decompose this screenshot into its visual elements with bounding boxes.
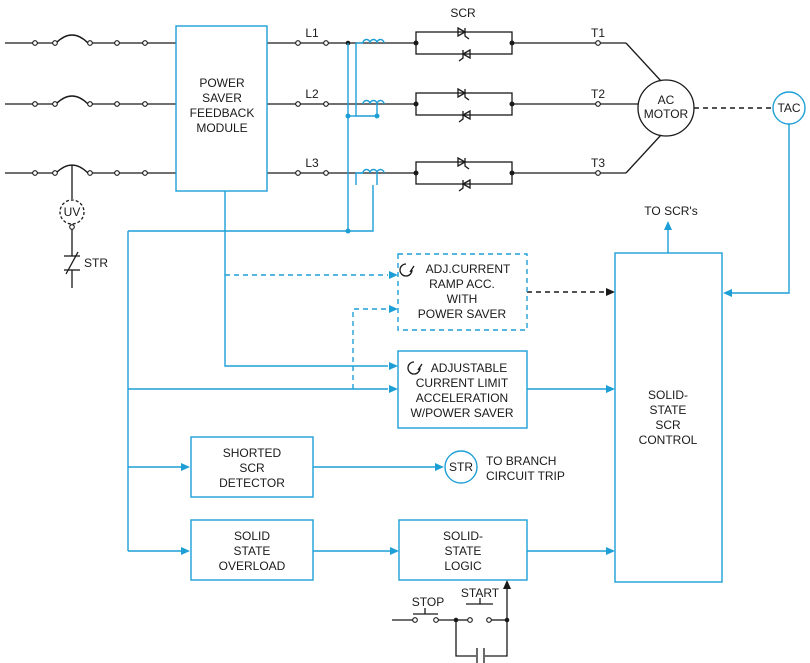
tac-feedback-wire (731, 124, 790, 294)
tachometer: TAC (772, 91, 806, 125)
line-3-wiring (5, 134, 662, 176)
uv-branch (64, 165, 80, 288)
overload-line-1: SOLID (234, 529, 270, 543)
scr-pair-2 (413, 87, 515, 123)
current-limit-line-1: ADJUSTABLE (431, 361, 507, 375)
power-saver-line-1: POWER (199, 76, 245, 90)
current-limit-line-2: CURRENT LIMIT (416, 376, 509, 390)
stop-label: STOP (412, 595, 444, 609)
ramp-line-3: WITH (447, 292, 478, 306)
overload-line-3: OVERLOAD (219, 559, 286, 573)
motor-label-line-1: AC (658, 93, 675, 107)
t2-label: T2 (591, 87, 605, 101)
solid-state-overload-block: SOLID STATE OVERLOAD (190, 519, 314, 581)
current-limit-block: ADJUSTABLE CURRENT LIMIT ACCELERATION W/… (397, 350, 528, 429)
adjust-knob-icon (399, 263, 415, 277)
scr-label: SCR (450, 6, 476, 20)
overload-line-2: STATE (234, 544, 271, 558)
uv-coil: UV (59, 199, 85, 225)
l3-label: L3 (305, 156, 319, 170)
t1-label: T1 (591, 26, 605, 40)
shorted-scr-detector-block: SHORTED SCR DETECTOR (190, 436, 314, 498)
scr-control-line-3: SCR (655, 418, 681, 432)
scr-pair-3 (413, 156, 515, 192)
solid-state-logic-block: SOLID- STATE LOGIC (398, 519, 528, 581)
shorted-line-1: SHORTED (223, 446, 282, 460)
motor-label-line-2: MOTOR (644, 107, 689, 121)
current-limit-line-3: ACCELERATION (416, 391, 508, 405)
ramp-line-2: RAMP ACC. (429, 277, 495, 291)
line-1-wiring (5, 34, 662, 82)
start-label: START (461, 586, 500, 600)
tac-label: TAC (777, 101, 800, 115)
str-contact-label: STR (84, 256, 108, 270)
power-saver-line-3: FEEDBACK (190, 106, 255, 120)
logic-line-3: LOGIC (444, 559, 482, 573)
power-saver-module: POWER SAVER FEEDBACK MODULE (175, 25, 268, 192)
str-coil-label: STR (449, 460, 473, 474)
tac-arrow-icon (723, 289, 732, 297)
l1-label: L1 (305, 26, 319, 40)
scr-control-line-4: CONTROL (639, 433, 698, 447)
logic-line-1: SOLID- (443, 529, 483, 543)
scr-control-line-2: STATE (650, 403, 687, 417)
power-saver-line-4: MODULE (196, 121, 247, 135)
power-saver-line-2: SAVER (202, 91, 242, 105)
ramp-line-4: POWER SAVER (418, 307, 507, 321)
stop-start-pushbuttons (392, 580, 511, 663)
to-scrs-label: TO SCR's (644, 204, 697, 218)
branch-label-line-2: CIRCUIT TRIP (486, 469, 565, 483)
control-arrows-icon (181, 221, 672, 555)
ramp-line-1: ADJ.CURRENT (426, 262, 511, 276)
line-2-wiring (5, 95, 638, 107)
ct-feedback-wiring (128, 42, 380, 234)
t3-label: T3 (591, 156, 605, 170)
scr-pair-1 (413, 26, 515, 62)
shorted-line-3: DETECTOR (219, 476, 285, 490)
scr-control-block: SOLID- STATE SCR CONTROL (614, 252, 723, 583)
current-limit-line-4: W/POWER SAVER (410, 406, 513, 420)
control-wiring (127, 191, 669, 552)
adjust-knob-icon (407, 361, 423, 375)
shorted-line-2: SCR (239, 461, 265, 475)
logic-line-2: STATE (445, 544, 482, 558)
uv-label: UV (64, 205, 81, 219)
ramp-acceleration-block: ADJ.CURRENT RAMP ACC. WITH POWER SAVER (397, 253, 528, 331)
branch-label-line-1: TO BRANCH (486, 454, 556, 468)
scr-control-line-1: SOLID- (648, 388, 688, 402)
ac-motor: AC MOTOR (637, 79, 695, 137)
l2-label: L2 (305, 87, 319, 101)
str-coil: STR (444, 450, 478, 484)
current-transformer-icon (362, 38, 385, 174)
